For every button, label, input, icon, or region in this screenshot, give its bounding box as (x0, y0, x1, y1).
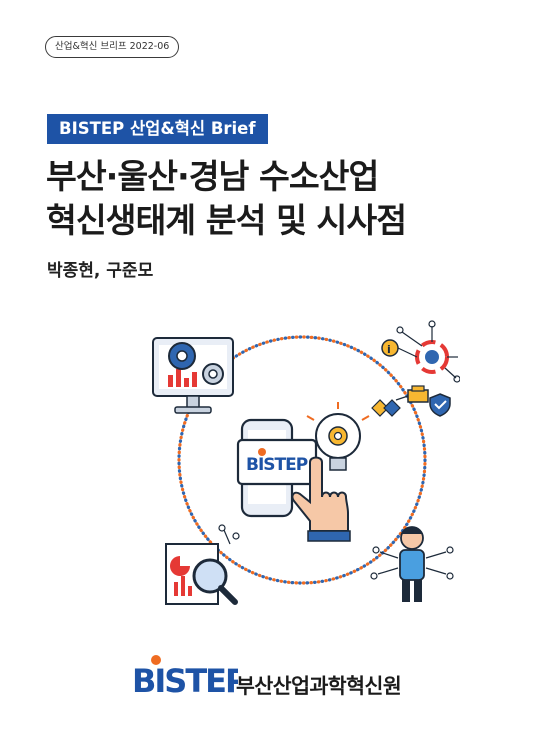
brief-banner: BISTEP 산업&혁신 Brief (47, 114, 268, 144)
page-title: 부산·울산·경남 수소산업 혁신생태계 분석 및 시사점 (46, 155, 407, 243)
pointing-hand-icon (291, 456, 351, 542)
shield-check-icon (429, 393, 451, 417)
analytics-magnifier-icon (165, 524, 240, 605)
logo-brand-text: BISTEP (132, 662, 238, 698)
smartphone-icon: BISTEP (236, 418, 318, 518)
svg-text:i: i (387, 343, 391, 356)
cover-illustration: i BISTEP (152, 320, 460, 605)
monitor-gear-icon (152, 337, 234, 414)
person-network-icon (370, 526, 454, 602)
org-name: 부산산업과학혁신원 (236, 674, 402, 698)
dotted-circle (177, 335, 427, 585)
title-line-2: 혁신생태계 분석 및 시사점 (46, 201, 407, 240)
bistep-logo: BISTEP (132, 655, 238, 698)
series-tag: 산업&혁신 브리프 2022-06 (45, 36, 180, 58)
network-lightbulb-icon: i (371, 320, 460, 417)
title-line-1: 부산·울산·경남 수소산업 (46, 157, 379, 196)
authors: 박종현, 구준모 (47, 261, 154, 281)
lightbulb-gear-icon (306, 402, 370, 471)
svg-text:BISTEP: BISTEP (246, 455, 308, 475)
